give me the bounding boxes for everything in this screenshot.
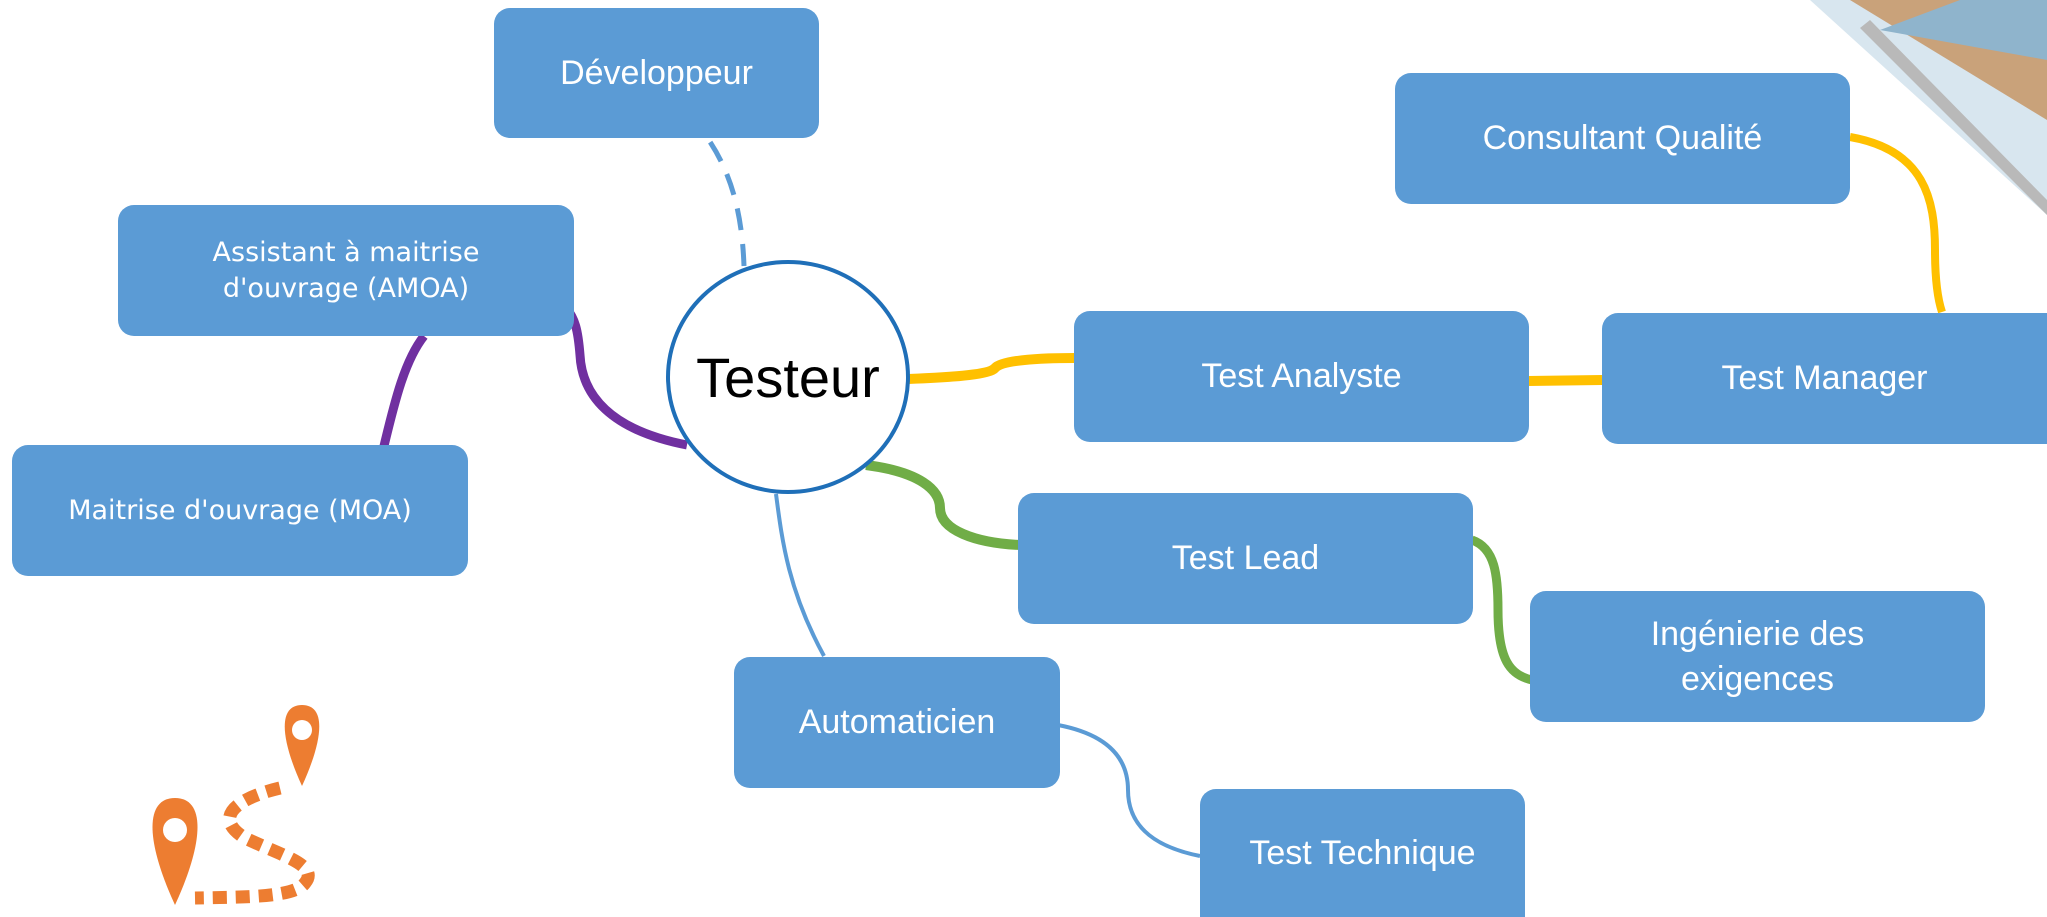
link-test-analyste	[907, 353, 1075, 384]
map-pin-icon	[152, 798, 198, 905]
node-moa: Maitrise d'ouvrage (MOA)	[12, 445, 468, 576]
link-test-lead	[865, 460, 1021, 550]
route-path-icon	[152, 705, 320, 905]
node-test-technique: Test Technique	[1200, 789, 1525, 917]
link-automaticien	[774, 493, 826, 657]
link-ingenierie	[1470, 535, 1534, 685]
node-test-lead: Test Lead	[1018, 493, 1473, 624]
link-test-technique	[1057, 723, 1201, 858]
link-amoa	[562, 304, 688, 450]
node-amoa: Assistant à maitrise d'ouvrage (AMOA)	[118, 205, 574, 336]
map-pin-icon	[284, 705, 320, 786]
node-test-analyste: Test Analyste	[1074, 311, 1529, 442]
link-test-manager	[1527, 375, 1603, 386]
link-moa	[379, 333, 428, 448]
center-node-testeur: Testeur	[666, 260, 910, 494]
link-consultant-qualite	[1849, 133, 1946, 314]
node-developpeur: Développeur	[494, 8, 819, 138]
node-test-manager: Test Manager	[1602, 313, 2047, 444]
node-consultant-qualite: Consultant Qualité	[1395, 73, 1850, 204]
decorative-photo-corner	[1810, 0, 2047, 215]
link-developpeur	[703, 134, 747, 267]
node-automaticien: Automaticien	[734, 657, 1060, 788]
node-ingenierie-exigences: Ingénierie des exigences	[1530, 591, 1985, 722]
